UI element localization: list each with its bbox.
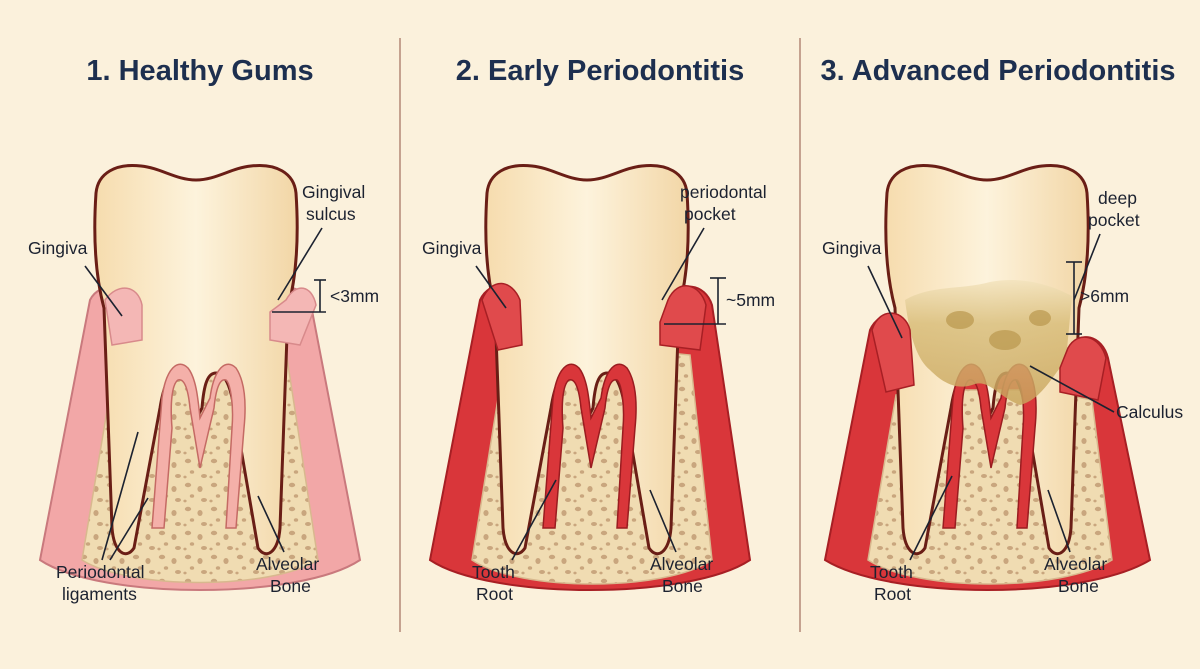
leader-root-2 (511, 479, 557, 561)
leader-bone-3 (1047, 489, 1071, 553)
label-gingiva-1: Gingiva (28, 238, 88, 258)
label-bone-2-line1: Alveolar (650, 554, 713, 574)
label-gingiva-2: Gingiva (422, 238, 482, 258)
label-pocket-2-line2: pocket (684, 204, 736, 224)
label-root-3-line2: Root (874, 584, 911, 604)
leader-ligaments-1a (101, 431, 139, 561)
healthy-tooth-illustration (38, 163, 362, 591)
label-calculus-3: Calculus (1116, 402, 1183, 422)
leader-pocket-3 (1073, 233, 1101, 301)
leader-root-3 (909, 475, 953, 561)
label-root-2-line2: Root (476, 584, 513, 604)
leader-gingiva-1 (84, 265, 123, 317)
label-bone-2-line2: Bone (662, 576, 703, 596)
label-sulcus-1-line1: Gingival (302, 182, 365, 202)
label-bone-3-line2: Bone (1058, 576, 1099, 596)
label-ligaments-1-line1: Periodontal (56, 562, 145, 582)
label-root-2-line1: Tooth (472, 562, 515, 582)
label-bone-1-line2: Bone (270, 576, 311, 596)
label-root-3-line1: Tooth (870, 562, 913, 582)
label-depth-1: <3mm (330, 286, 379, 306)
leader-gingiva-3 (867, 265, 903, 339)
label-depth-3: >6mm (1080, 286, 1129, 306)
leader-pocket-2 (661, 227, 705, 301)
leader-gingiva-2 (475, 265, 507, 309)
label-pocket-3-line2: pocket (1088, 210, 1140, 230)
leader-calculus-3 (1029, 365, 1115, 413)
label-ligaments-1-line2: ligaments (62, 584, 137, 604)
leader-bone-1 (257, 495, 285, 553)
leader-sulcus-1 (277, 227, 323, 301)
panel-1-title: 1. Healthy Gums (86, 55, 313, 87)
advanced-tooth-illustration (823, 163, 1152, 591)
label-bone-3-line1: Alveolar (1044, 554, 1107, 574)
label-pocket-3-line1: deep (1098, 188, 1137, 208)
leader-bone-2 (649, 489, 677, 553)
early-tooth-illustration (428, 163, 752, 591)
panel-2-title: 2. Early Periodontitis (456, 55, 744, 87)
label-pocket-2-line1: periodontal (680, 182, 767, 202)
leader-ligaments-1b (109, 497, 149, 561)
label-gingiva-3: Gingiva (822, 238, 882, 258)
calculus-deposit (905, 279, 1072, 405)
label-depth-2: ~5mm (726, 290, 775, 310)
label-sulcus-1-line2: sulcus (306, 204, 356, 224)
panel-3-title: 3. Advanced Periodontitis (820, 55, 1175, 87)
label-bone-1-line1: Alveolar (256, 554, 319, 574)
